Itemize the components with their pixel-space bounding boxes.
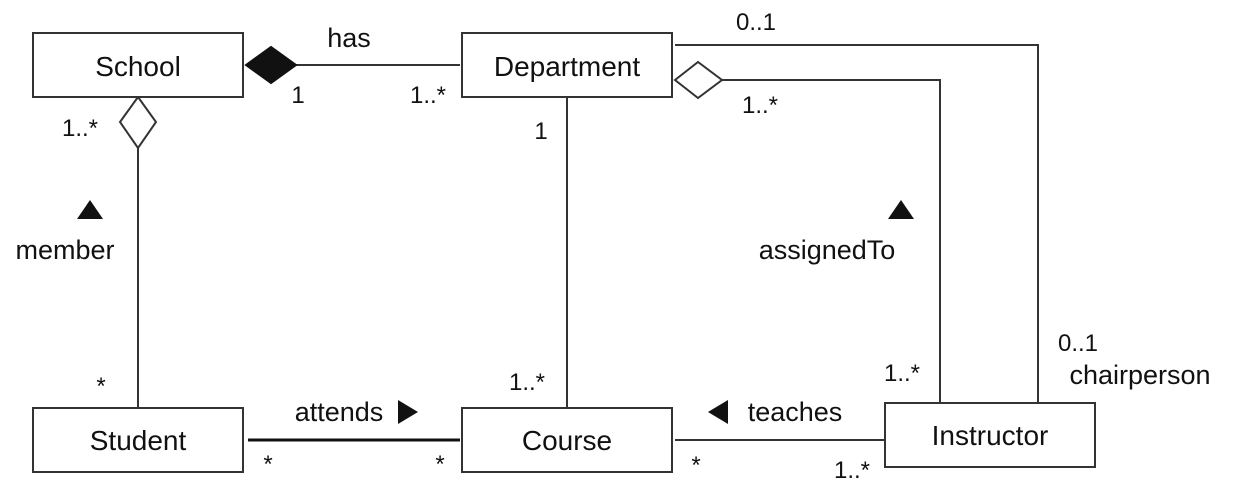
class-name: Course [522,425,612,456]
multiplicity-label: * [263,451,272,478]
direction-arrow-up-icon [888,200,914,219]
multiplicity-label: 1..* [742,92,778,119]
association-label-teaches: teaches [748,397,843,427]
direction-arrow-right-icon [398,400,418,424]
multiplicity-label: 1..* [62,115,98,142]
multiplicity-label: 1..* [509,369,545,396]
class-instructor: Instructor [884,402,1096,468]
multiplicity-label: 1..* [410,82,446,109]
multiplicity-label: 0..1 [736,9,776,36]
association-label-has: has [327,23,371,53]
association-label-assigned-to: assignedTo [759,235,896,265]
chairperson-association-line [675,44,1039,404]
association-label-attends: attends [295,397,384,427]
aggregation-diamond-icon [673,60,724,100]
association-label-member: member [15,235,114,265]
class-name: School [95,51,181,82]
multiplicity-label: 1..* [884,360,920,387]
class-name: Department [494,51,641,82]
class-course: Course [461,407,673,473]
class-name: Instructor [932,420,1049,451]
class-student: Student [32,407,244,473]
multiplicity-label: 0..1 [1058,330,1098,357]
class-name: Student [90,425,187,456]
assigned-to-association-line [722,79,941,404]
multiplicity-label: * [96,373,105,400]
association-label-chairperson: chairperson [1069,360,1210,390]
multiplicity-label: 1 [534,118,547,145]
multiplicity-label: * [691,452,700,479]
multiplicity-label: 1..* [834,457,870,484]
composition-diamond-icon [244,45,298,85]
direction-arrow-up-icon [77,200,103,219]
multiplicity-label: 1 [291,82,304,109]
direction-arrow-left-icon [708,400,728,424]
class-department: Department [461,32,673,98]
class-school: School [32,32,244,98]
multiplicity-label: * [435,451,444,478]
aggregation-diamond-icon [118,95,158,150]
